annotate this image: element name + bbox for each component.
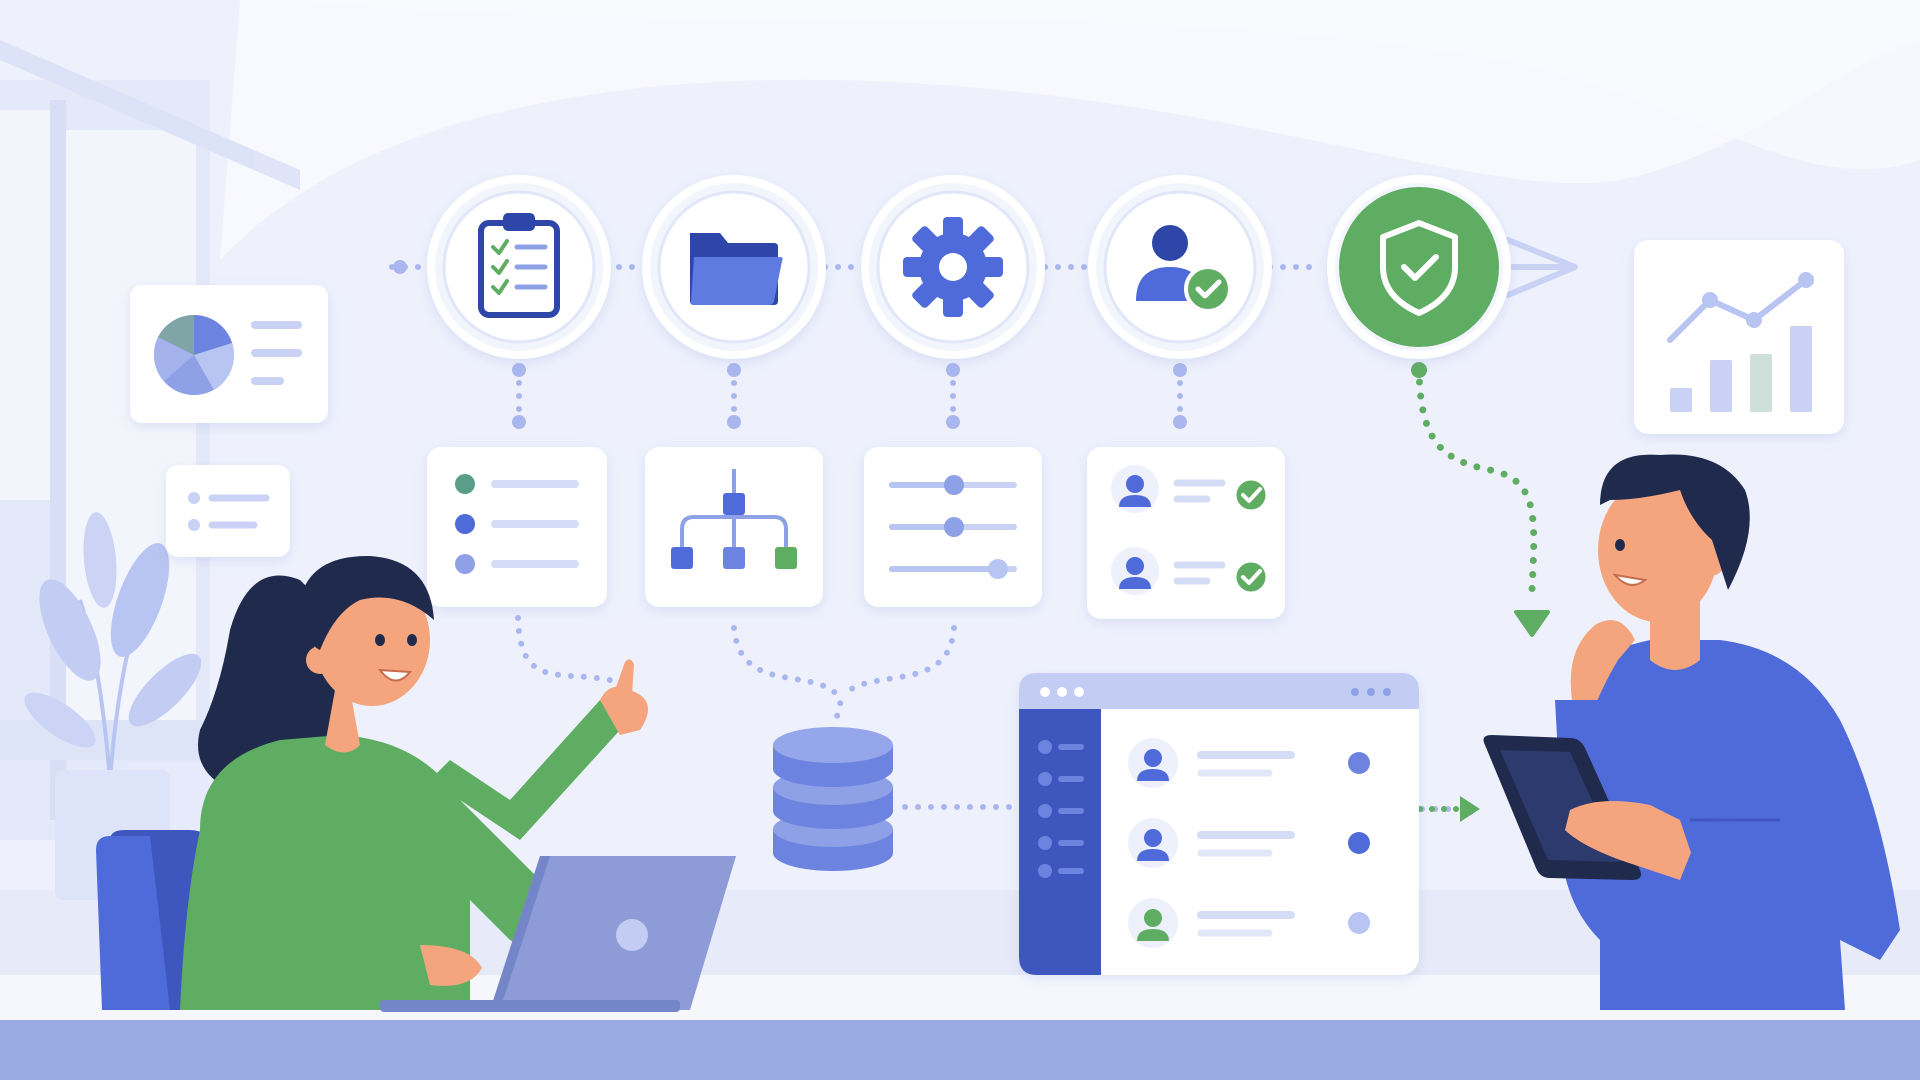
- panel-row[interactable]: [1128, 738, 1370, 788]
- step-files[interactable]: [642, 175, 826, 359]
- side-cards: [130, 240, 1844, 557]
- line-bar-chart-icon: [1667, 272, 1814, 412]
- panel-row[interactable]: [1128, 898, 1370, 948]
- card-mini-list[interactable]: [166, 465, 290, 557]
- card-pie[interactable]: [130, 285, 328, 423]
- card-analytics[interactable]: [1634, 240, 1844, 434]
- database-icon[interactable]: [773, 727, 893, 871]
- status-dot: [1348, 752, 1370, 774]
- step-user-approval[interactable]: [1088, 175, 1272, 359]
- approved-users-icon: [1111, 465, 1269, 595]
- window-frame: [0, 40, 300, 840]
- card-hierarchy[interactable]: [645, 447, 823, 607]
- step-checklist[interactable]: [427, 175, 611, 359]
- shield-check-icon: [1380, 220, 1458, 316]
- window-controls: [1040, 687, 1084, 697]
- card-sliders[interactable]: [864, 447, 1042, 607]
- card-list[interactable]: [427, 447, 607, 607]
- folder-icon: [690, 233, 783, 305]
- clipboard-checklist-icon: [478, 213, 560, 318]
- woman-character: [96, 555, 736, 1012]
- panel-row[interactable]: [1128, 818, 1370, 868]
- step-security[interactable]: [1327, 175, 1511, 359]
- gear-icon: [903, 217, 1003, 317]
- status-dot: [1348, 832, 1370, 854]
- user-directory-window[interactable]: [1019, 673, 1419, 975]
- step-settings[interactable]: [861, 175, 1045, 359]
- sliders-icon: [889, 475, 1017, 579]
- card-approved-users[interactable]: [1087, 447, 1285, 619]
- detail-cards: [427, 447, 1285, 619]
- workflow-steps: [427, 175, 1511, 359]
- user-check-icon: [1136, 225, 1232, 313]
- pie-chart-icon: [153, 314, 234, 395]
- mini-list-icon: [188, 492, 270, 531]
- man-character: [1483, 454, 1900, 1010]
- panel-sidebar-nav: [1038, 740, 1084, 878]
- hierarchy-tree-icon: [671, 469, 797, 569]
- laptop-icon: [380, 856, 736, 1012]
- status-dot: [1348, 912, 1370, 934]
- connector-lines: [389, 237, 1578, 822]
- bullet-list-icon: [455, 474, 579, 574]
